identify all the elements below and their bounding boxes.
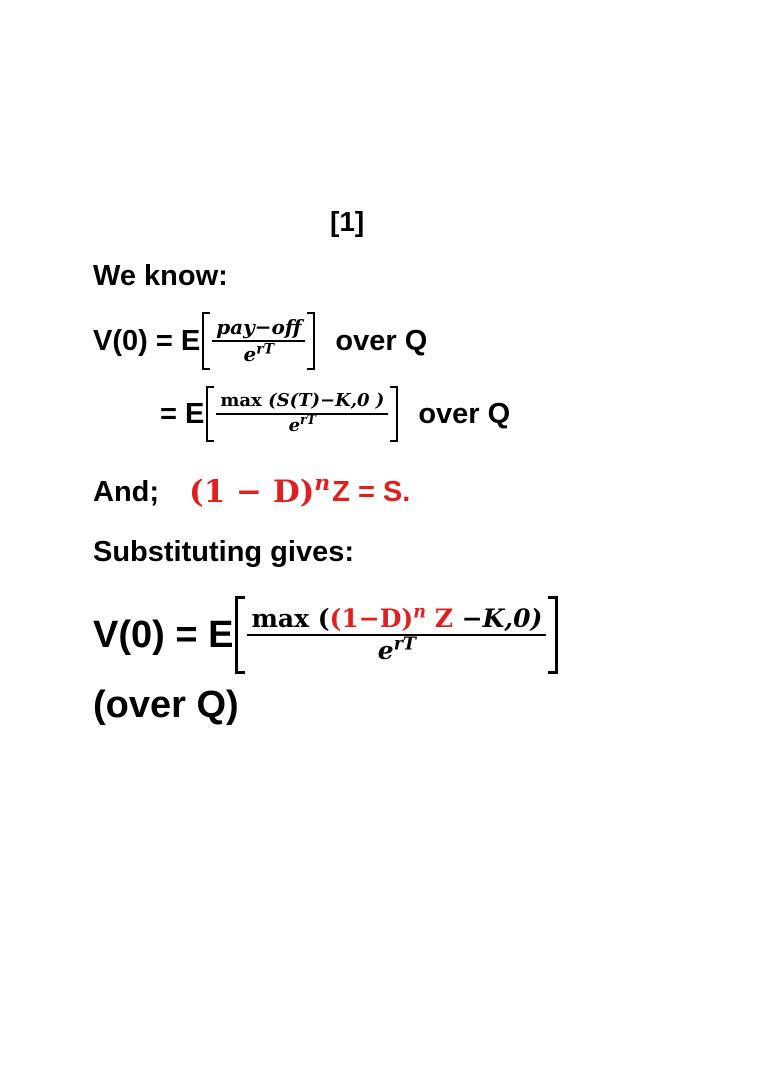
eq2-denominator: erT <box>285 412 320 436</box>
intro-label: We know: <box>93 260 228 292</box>
eq5-red-exponent: n <box>413 602 426 623</box>
section-number: [1] <box>330 206 364 238</box>
eq1-tail: over Q <box>335 324 428 357</box>
eq5-den-exponent: rT <box>393 634 416 655</box>
eq5-numerator: max ((1−D)n Z −K,0) <box>247 602 546 634</box>
eq3-red-exponent: n <box>314 471 331 497</box>
eq1-denominator: erT <box>240 342 279 365</box>
equation-2: = E max (S(T)−K,0 ) erT over Q <box>160 386 510 442</box>
eq5-left-bracket <box>235 596 246 674</box>
eq5-fraction-bar <box>247 634 547 636</box>
substitution-text: Substituting gives: <box>93 536 354 569</box>
eq5-max: max <box>251 603 310 633</box>
intro-text: We know: <box>93 260 228 293</box>
equation-5-tail: (over Q) <box>93 684 239 727</box>
eq5-fraction: max ((1−D)n Z −K,0) erT <box>247 602 547 665</box>
eq2-tail: over Q <box>418 397 511 430</box>
eq3-lead: And; <box>93 475 160 508</box>
eq5-red-base: (1−D) <box>329 603 414 633</box>
eq5-red-part: (1−D)n Z <box>329 602 453 633</box>
eq2-den-base: e <box>288 415 301 436</box>
equation-5: V(0) = E max ((1−D)n Z −K,0) erT <box>93 596 559 674</box>
eq5-den-base: e <box>377 636 394 665</box>
equation-3: And; (1 − D)n Z = S. <box>93 471 411 510</box>
eq2-den-exponent: rT <box>300 412 317 428</box>
eq5-open-paren: ( <box>317 603 330 633</box>
eq3-red-base: (1 − D) <box>189 474 315 510</box>
eq2-lhs: = E <box>160 397 205 430</box>
eq2-fraction: max (S(T)−K,0 ) erT <box>216 390 389 436</box>
eq2-args: (S(T)−K,0 ) <box>268 390 385 412</box>
eq2-numerator: max (S(T)−K,0 ) <box>216 390 388 413</box>
eq2-fraction-bar <box>216 413 389 415</box>
eq1-lhs: V(0) = E <box>93 324 201 357</box>
eq3-rest: Z = S. <box>332 475 411 508</box>
eq1-den-exponent: rT <box>256 341 275 358</box>
eq1-fraction-bar <box>212 340 306 342</box>
eq5-denominator: erT <box>374 636 420 664</box>
eq1-den-base: e <box>243 342 257 366</box>
eq2-max: max <box>220 390 262 412</box>
substitution-label: Substituting gives: <box>93 536 354 568</box>
eq1-fraction: pay−off erT <box>212 315 306 365</box>
eq5-right-bracket <box>548 596 559 674</box>
eq5-lhs: V(0) = E <box>93 613 234 656</box>
eq1-right-bracket <box>307 312 316 370</box>
eq1-numerator: pay−off <box>216 315 302 339</box>
eq5-rest: −K,0) <box>461 603 543 633</box>
eq2-right-bracket <box>390 386 399 442</box>
eq5-z: Z <box>434 603 453 633</box>
eq1-left-bracket <box>202 312 211 370</box>
eq3-red-expression: (1 − D)n <box>189 471 331 510</box>
equation-1: V(0) = E pay−off erT over Q <box>93 312 427 370</box>
eq5-tail-text: (over Q) <box>93 684 239 726</box>
eq2-left-bracket <box>206 386 215 442</box>
section-number-text: [1] <box>330 206 365 237</box>
